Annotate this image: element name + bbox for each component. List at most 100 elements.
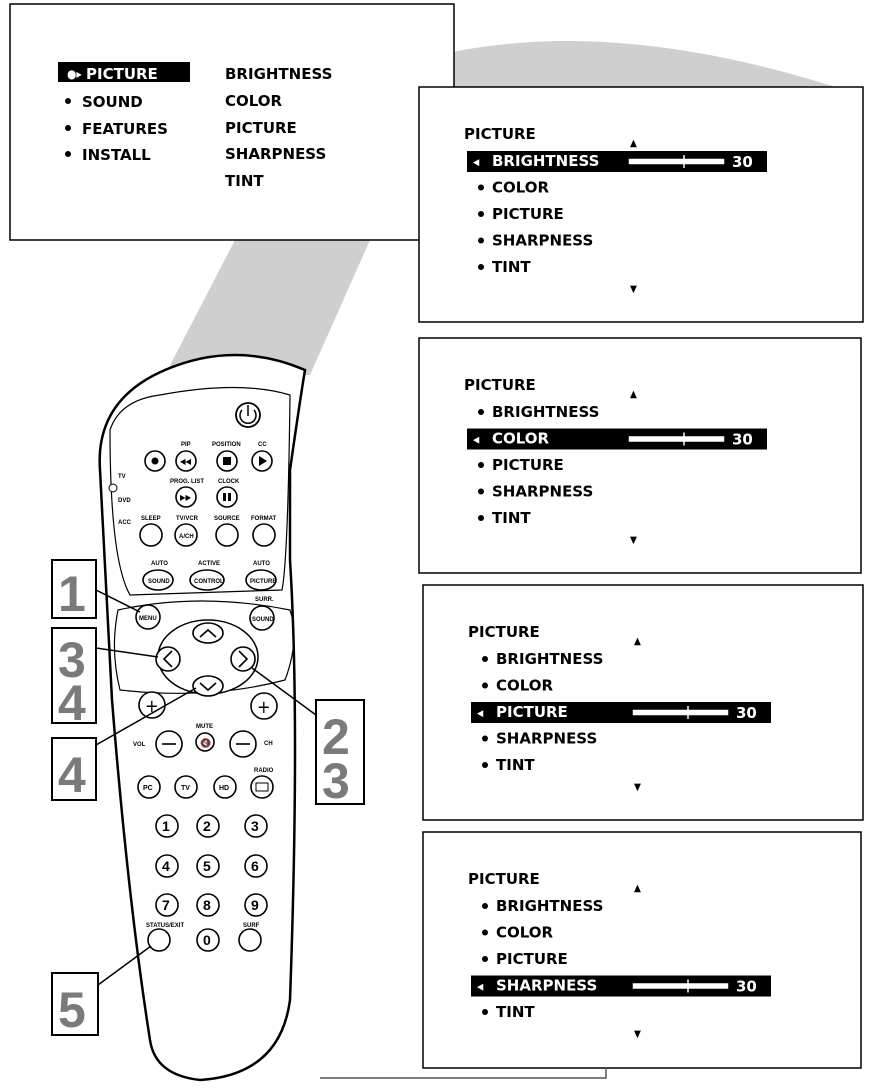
step-3-number: 3	[58, 632, 86, 688]
selected-row-highlight	[467, 151, 767, 172]
picture-panel: PICTURE▲BRIGHTNESS◀30COLORPICTURESHARPNE…	[418, 337, 862, 574]
bullet-icon	[482, 682, 488, 689]
up-button[interactable]	[192, 622, 224, 644]
panel-item-tint[interactable]: TINT	[496, 1003, 535, 1021]
pc-label: PC	[143, 785, 153, 792]
status-exit-button[interactable]	[147, 928, 171, 952]
channel-up-button[interactable]	[250, 692, 278, 720]
selected-row-highlight	[471, 702, 771, 723]
step-3-right-number: 3	[322, 753, 350, 809]
panel-item-sharpness[interactable]: SHARPNESS	[496, 977, 597, 995]
mute-button[interactable]	[195, 732, 215, 752]
main-menu-item-picture[interactable]: PICTURE	[86, 65, 158, 83]
plus-icon: +	[257, 697, 271, 718]
power-icon	[239, 409, 257, 425]
right-button[interactable]	[230, 646, 256, 672]
adjust-value: 30	[732, 431, 753, 449]
panel-item-brightness[interactable]: BRIGHTNESS	[492, 152, 599, 170]
panel-item-picture[interactable]: PICTURE	[492, 456, 564, 474]
format-button[interactable]	[252, 523, 276, 547]
surround-button[interactable]	[249, 605, 275, 631]
panel-item-brightness[interactable]: BRIGHTNESS	[496, 897, 603, 915]
auto-picture-button[interactable]	[245, 569, 277, 591]
auto-picture-top: AUTO	[253, 561, 270, 567]
panel-item-color[interactable]: COLOR	[492, 179, 550, 197]
panel-item-picture[interactable]: PICTURE	[492, 205, 564, 223]
main-menu-item-features[interactable]: FEATURES	[82, 120, 168, 138]
tv-vcr-button[interactable]	[174, 523, 198, 547]
right-arrow-icon	[238, 650, 249, 668]
scroll-down-icon: ▼	[630, 284, 637, 295]
digit-9-button[interactable]	[244, 893, 268, 917]
menu-button[interactable]	[135, 604, 161, 630]
digit-3-label: 3	[251, 818, 259, 834]
bullet-icon	[482, 903, 488, 909]
digit-3-button[interactable]	[244, 814, 268, 838]
main-menu-item-install[interactable]: INSTALL	[82, 146, 151, 164]
panel-title: PICTURE	[468, 870, 540, 888]
bullet-icon	[478, 184, 484, 191]
adjust-slider-fill	[629, 436, 684, 442]
digit-5-label: 5	[203, 858, 211, 874]
digit-2-label: 2	[203, 818, 211, 834]
tv-button[interactable]	[174, 775, 198, 799]
auto-sound-button[interactable]	[142, 569, 174, 591]
channel-label: CH	[264, 741, 273, 747]
sleep-button[interactable]	[139, 523, 163, 547]
scroll-up-icon: ▲	[630, 138, 637, 149]
rewind-icon: ◀◀	[180, 457, 192, 466]
digit-5-button[interactable]	[196, 854, 220, 878]
panel-item-brightness[interactable]: BRIGHTNESS	[496, 650, 603, 668]
digit-7-button[interactable]	[155, 893, 179, 917]
adjust-slider-fill	[633, 983, 688, 989]
panel-item-brightness[interactable]: BRIGHTNESS	[492, 403, 599, 421]
picture-panel: PICTURE▲BRIGHTNESSCOLOR◀30PICTURESHARPNE…	[422, 584, 864, 821]
active-control-label: CONTROL	[194, 579, 224, 585]
panel-item-color[interactable]: COLOR	[496, 924, 554, 942]
submenu-preview-item: COLOR	[225, 92, 283, 110]
panel-item-color[interactable]: COLOR	[492, 430, 550, 448]
digit-4-button[interactable]	[155, 854, 179, 878]
left-arrow-icon: ◀	[473, 436, 480, 446]
step-1-box	[51, 559, 97, 619]
pc-button[interactable]	[137, 775, 161, 799]
main-menu-highlight	[58, 62, 190, 82]
bullet-icon	[482, 762, 488, 768]
active-control-button[interactable]	[189, 569, 225, 591]
pip-button[interactable]	[175, 450, 197, 472]
hd-button[interactable]	[213, 775, 237, 799]
panel-item-tint[interactable]: TINT	[492, 509, 531, 527]
digit-6-button[interactable]	[244, 854, 268, 878]
digit-8-button[interactable]	[196, 893, 220, 917]
prog-list-label: PROG. LIST	[170, 479, 204, 485]
panel-item-tint[interactable]: TINT	[496, 756, 535, 774]
panel-item-sharpness[interactable]: SHARPNESS	[492, 483, 593, 501]
source-button[interactable]	[215, 523, 239, 547]
clock-button[interactable]	[216, 486, 238, 508]
digit-1-button[interactable]	[155, 814, 179, 838]
panel-item-tint[interactable]: TINT	[492, 258, 531, 276]
left-button[interactable]	[155, 646, 181, 672]
source-switch[interactable]	[108, 483, 118, 493]
digit-2-button[interactable]	[196, 814, 220, 838]
panel-item-sharpness[interactable]: SHARPNESS	[496, 730, 597, 748]
panel-item-color[interactable]: COLOR	[496, 677, 554, 695]
position-label: POSITION	[212, 442, 241, 448]
main-menu-item-sound[interactable]: SOUND	[82, 93, 143, 111]
digit-0-button[interactable]	[196, 928, 220, 952]
step-2-leader	[251, 667, 317, 716]
step-5-number: 5	[58, 982, 86, 1038]
adjust-value: 30	[736, 978, 757, 996]
panel-item-picture[interactable]: PICTURE	[496, 703, 568, 721]
bullet-icon	[478, 264, 484, 270]
digit-9-label: 9	[251, 897, 259, 913]
down-button[interactable]	[192, 675, 224, 697]
panel-item-picture[interactable]: PICTURE	[496, 950, 568, 968]
selected-row-highlight	[467, 428, 767, 450]
submenu-preview-item: SHARPNESS	[225, 145, 326, 163]
panel-item-sharpness[interactable]: SHARPNESS	[492, 232, 593, 250]
scroll-up-icon: ▲	[634, 636, 641, 647]
radio-button[interactable]	[250, 775, 274, 799]
surf-button[interactable]	[238, 928, 262, 952]
prog-list-button[interactable]	[175, 486, 197, 508]
